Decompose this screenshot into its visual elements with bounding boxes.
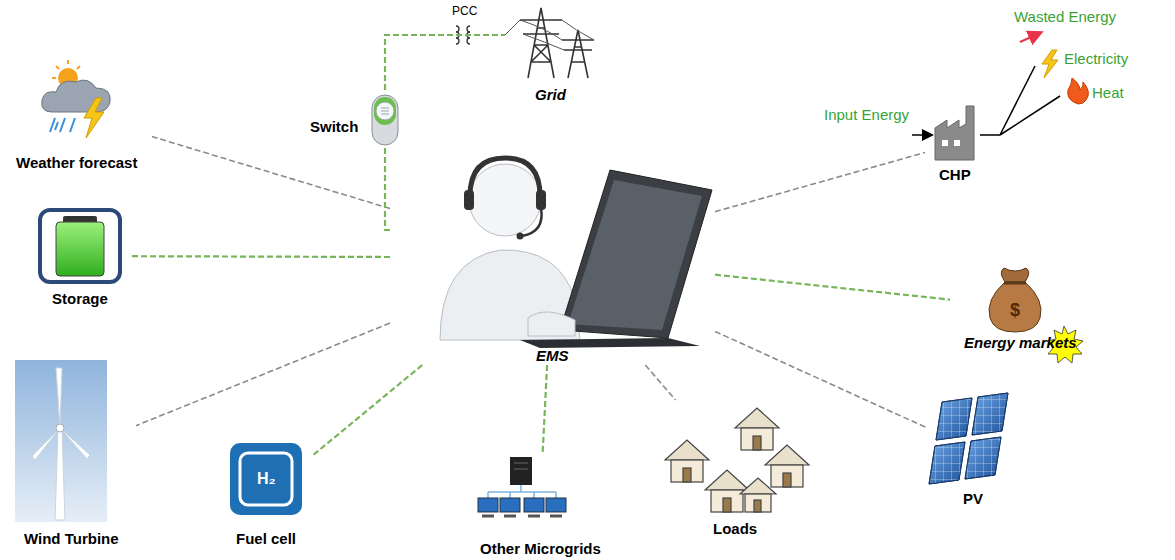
hydrogen-symbol: H₂: [257, 470, 276, 488]
stream-label: Electricity: [1064, 50, 1128, 68]
weather-icon: [42, 60, 111, 138]
storage-node: Storage: [30, 204, 130, 308]
dashed-connector: [645, 365, 675, 400]
node-label: Fuel cell: [236, 530, 296, 548]
node-label: Energy markets: [964, 334, 1077, 352]
network-icon: [478, 457, 566, 516]
stream-label: Heat: [1092, 84, 1124, 102]
node-label: Storage: [52, 290, 108, 308]
node-label: Wind Turbine: [24, 530, 119, 548]
pcc-label: PCC: [452, 2, 477, 20]
stream-label: Wasted Energy: [1014, 8, 1116, 26]
switch-node: Switch: [310, 90, 402, 148]
node-label: EMS: [536, 347, 569, 365]
battery-icon: [40, 210, 120, 282]
switch-toggle: [372, 95, 398, 145]
node-label: Other Microgrids: [480, 540, 601, 558]
dashed-connector: [543, 365, 548, 454]
money-bag-icon: [989, 268, 1041, 332]
dashed-connector: [715, 331, 926, 427]
factory-icon: [912, 33, 1088, 160]
fuel-cell-node: Fuel cell: [220, 440, 312, 548]
weather-node: Weather forecast: [2, 56, 152, 172]
dashed-connector: [130, 255, 390, 258]
currency-symbol: $: [1010, 301, 1020, 319]
node-label: Switch: [310, 118, 358, 136]
grid-node: Grid: [505, 2, 595, 104]
wind-turbine-icon: [15, 360, 107, 522]
dashed-connector: [715, 153, 925, 212]
chp-node: CHP: [925, 104, 985, 184]
wind-turbine-node: Wind Turbine: [6, 356, 136, 548]
dashed-connector: [136, 323, 390, 426]
loads-node: Loads: [655, 400, 815, 538]
node-label: Loads: [713, 520, 757, 538]
grid-towers: [505, 8, 594, 78]
node-label: CHP: [939, 166, 971, 184]
pv-panels: [929, 393, 1008, 484]
ems-node: EMS: [390, 150, 715, 365]
dashed-connector: [152, 137, 390, 209]
fuel-cell-icon: [230, 443, 302, 515]
node-label: Grid: [535, 86, 566, 104]
node-label: Weather forecast: [16, 154, 137, 172]
microgrids-node: Other Microgrids: [460, 454, 620, 558]
ems-operator: [440, 158, 712, 348]
dashed-connector: [385, 35, 505, 90]
stream-label: Input Energy: [824, 106, 909, 124]
node-label: PV: [963, 490, 983, 508]
dashed-connector: [715, 275, 950, 300]
pv-node: PV: [926, 390, 1021, 508]
dashed-connector: [385, 148, 390, 230]
dashed-connector: [312, 365, 422, 456]
houses-icon: [665, 408, 809, 512]
